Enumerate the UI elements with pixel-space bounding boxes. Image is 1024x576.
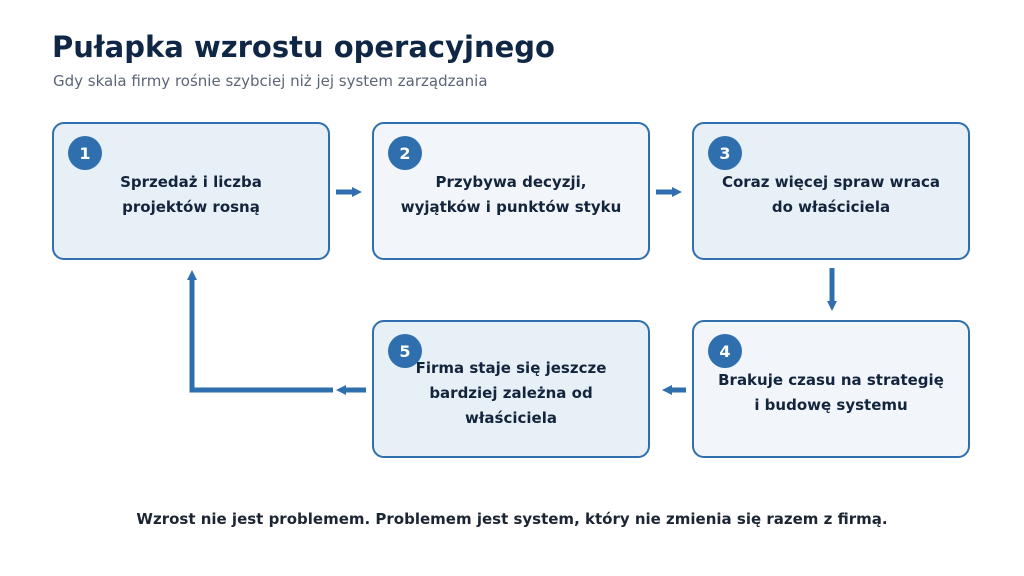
step-box-5: 5 Firma staje się jeszcze bardziej zależ… bbox=[372, 320, 650, 458]
step-text: Firma staje się jeszcze bardziej zależna… bbox=[415, 358, 607, 427]
step-number-badge: 3 bbox=[708, 136, 742, 170]
step-box-2: 2 Przybywa decyzji, wyjątków i punktów s… bbox=[372, 122, 650, 260]
step-box-1: 1 Sprzedaż i liczba projektów rosną bbox=[52, 122, 330, 260]
footer-note: Wzrost nie jest problemem. Problemem jes… bbox=[136, 510, 888, 528]
step-text: Sprzedaż i liczba projektów rosną bbox=[120, 173, 262, 216]
arrow-5-to-1 bbox=[187, 270, 333, 393]
step-number-badge: 2 bbox=[388, 136, 422, 170]
step-number-badge: 4 bbox=[708, 334, 742, 368]
page-subtitle: Gdy skala firmy rośnie szybciej niż jej … bbox=[53, 72, 488, 90]
step-text: Coraz więcej spraw wraca do właściciela bbox=[721, 173, 941, 216]
step-box-4: 4 Brakuje czasu na strategię i budowę sy… bbox=[692, 320, 970, 458]
step-box-3: 3 Coraz więcej spraw wraca do właściciel… bbox=[692, 122, 970, 260]
step-text: Przybywa decyzji, wyjątków i punktów sty… bbox=[400, 173, 622, 216]
step-text: Brakuje czasu na strategię i budowę syst… bbox=[718, 371, 944, 414]
step-number-badge: 5 bbox=[388, 334, 422, 368]
page-title: Pułapka wzrostu operacyjnego bbox=[52, 30, 555, 64]
step-number-badge: 1 bbox=[68, 136, 102, 170]
